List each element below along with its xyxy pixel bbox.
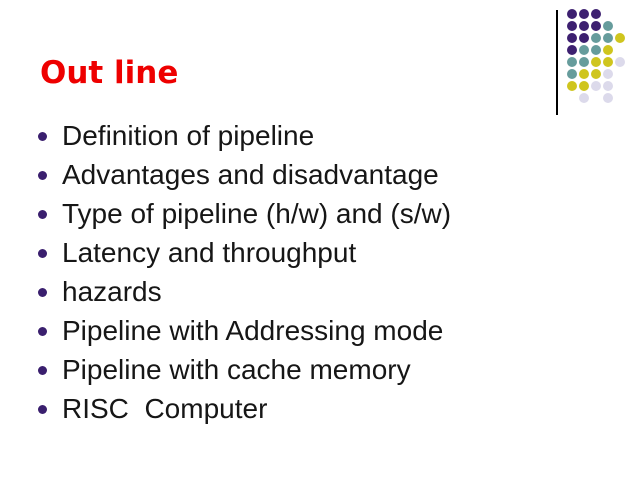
dot-grid-cell [614,20,626,32]
dot-grid-cell [614,68,626,80]
decoration-dot [591,45,601,55]
bullet-text: Definition of pipeline [62,120,315,152]
dot-grid-cell [566,80,578,92]
dot-grid-cell [566,92,578,104]
dot-grid-cell [590,92,602,104]
dot-grid-cell [590,8,602,20]
bullet-item: hazards [38,273,618,312]
decoration-dot [603,45,613,55]
bullet-text: Type of pipeline (h/w) and (s/w) [62,198,452,230]
dot-grid-cell [578,56,590,68]
decoration-dot [603,21,613,31]
dot-grid-cell [602,92,614,104]
decoration-dot [579,93,589,103]
dot-grid-cell [602,80,614,92]
decoration-dot [579,57,589,67]
bullet-text: Latency and throughput [62,237,357,269]
dot-grid-cell [578,32,590,44]
bullet-item: Pipeline with cache memory [38,351,618,390]
decoration-dot [615,57,625,67]
decoration-dot [603,69,613,79]
bullet-text: RISC Computer [62,393,268,425]
decoration-dot [603,81,613,91]
dot-grid-cell [578,44,590,56]
dot-grid-cell [566,56,578,68]
bullet-dot-icon [38,288,47,297]
dot-grid-cell [566,32,578,44]
decoration-dot [567,33,577,43]
dot-grid-cell [590,44,602,56]
dot-grid-cell [566,44,578,56]
decoration-dot [603,93,613,103]
bullet-dot-icon [38,327,47,336]
dot-grid-cell [602,56,614,68]
decoration-dot [579,33,589,43]
dot-grid-cell [614,92,626,104]
bullet-text: Pipeline with cache memory [62,354,411,386]
bullet-dot-icon [38,249,47,258]
decoration-dot [591,81,601,91]
decoration-dot [567,45,577,55]
bullet-item: Pipeline with Addressing mode [38,312,618,351]
decoration-dot [603,57,613,67]
dot-grid-cell [614,44,626,56]
decoration-dot [567,69,577,79]
dot-grid-cell [614,32,626,44]
dot-grid-cell [590,56,602,68]
dot-grid-cell [590,20,602,32]
dot-grid-cell [566,20,578,32]
bullet-item: Latency and throughput [38,234,618,273]
dot-grid-cell [602,32,614,44]
dot-grid-cell [578,92,590,104]
decoration-dot [567,57,577,67]
decoration-dot [579,21,589,31]
bullet-item: Type of pipeline (h/w) and (s/w) [38,195,618,234]
decoration-dot [567,21,577,31]
dot-grid-ornament [566,8,626,104]
dot-grid-cell [602,20,614,32]
decoration-dot [615,33,625,43]
dot-grid-cell [578,20,590,32]
dot-grid-cell [614,56,626,68]
bullet-dot-icon [38,171,47,180]
dot-grid-cell [578,8,590,20]
slide-title: Out line [40,55,179,91]
dot-grid-cell [590,80,602,92]
dot-grid-cell [602,8,614,20]
dot-grid-cell [578,80,590,92]
decoration-dot [579,69,589,79]
decoration-dot [567,9,577,19]
bullet-item: Definition of pipeline [38,117,618,156]
decoration-dot [591,69,601,79]
bullet-dot-icon [38,132,47,141]
bullet-text: hazards [62,276,162,308]
decoration-dot [591,33,601,43]
bullet-dot-icon [38,366,47,375]
bullet-dot-icon [38,210,47,219]
dot-grid-cell [602,44,614,56]
bullet-text: Advantages and disadvantage [62,159,439,191]
dot-grid-cell [614,8,626,20]
decoration-dot [591,21,601,31]
dot-grid-cell [566,8,578,20]
decoration-dot [579,81,589,91]
dot-grid-cell [566,68,578,80]
decoration-dot [579,45,589,55]
dot-grid-cell [590,32,602,44]
bullet-item: RISC Computer [38,390,618,429]
decoration-dot [603,33,613,43]
decoration-dot [567,81,577,91]
bullet-text: Pipeline with Addressing mode [62,315,444,347]
dot-grid-cell [602,68,614,80]
decoration-dot [579,9,589,19]
decoration-dot [591,9,601,19]
dot-grid-cell [590,68,602,80]
dot-grid-cell [578,68,590,80]
bullet-item: Advantages and disadvantage [38,156,618,195]
decoration-dot [591,57,601,67]
vertical-line [556,10,558,115]
bullet-dot-icon [38,405,47,414]
dot-grid-cell [614,80,626,92]
